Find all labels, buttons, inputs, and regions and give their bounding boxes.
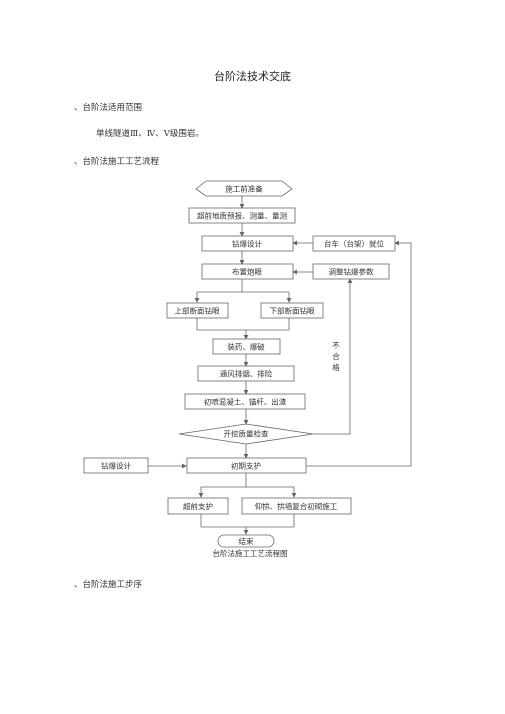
node-advance: 超前支护	[167, 497, 229, 515]
node-design2: 钻爆设计	[83, 457, 149, 474]
node-geo-label: 超前地质预报、测量、量测	[197, 211, 287, 221]
node-end: 结束	[217, 534, 275, 548]
node-invert: 仰拱、拱墙复合初砌施工	[241, 497, 352, 515]
node-design-label: 钻爆设计	[232, 239, 262, 249]
node-support-label: 初期支护	[231, 461, 261, 471]
flowchart-connectors	[148, 196, 412, 535]
node-drill-label: 布置炮眼	[232, 267, 262, 277]
node-upper-label: 上部断面钻眼	[175, 306, 220, 316]
node-fail-char-3: 格	[332, 362, 340, 372]
section-heading-steps: 、台阶法施工步序	[74, 580, 143, 590]
section-heading-process: 、台阶法施工工艺流程	[74, 157, 160, 167]
node-lower-label: 下部断面钻眼	[270, 306, 315, 316]
node-jumbo: 台车（台架）就位	[312, 235, 396, 252]
node-drill: 布置炮眼	[201, 263, 294, 280]
node-design2-label: 钻爆设计	[101, 461, 131, 471]
node-blast-label: 装药、爆破	[227, 342, 265, 352]
document-title: 台阶法技术交底	[214, 70, 291, 83]
node-blast: 装药、爆破	[212, 338, 281, 355]
node-upper: 上部断面钻眼	[166, 302, 229, 319]
section-heading-scope: 、台阶法适用范围	[74, 103, 143, 113]
node-jumbo-label: 台车（台架）就位	[324, 239, 384, 249]
node-fail-char-1: 不	[332, 341, 340, 350]
node-invert-label: 仰拱、拱墙复合初砌施工	[255, 501, 338, 511]
node-fail: 不 合 格	[332, 341, 340, 372]
node-geo: 超前地质预报、测量、量测	[188, 207, 296, 224]
node-spray: 初喷混凝土、锚杆、出渣	[184, 393, 306, 410]
node-inspect-label: 开挖质量检查	[224, 429, 269, 439]
node-prep: 施工前准备	[195, 180, 293, 197]
scope-paragraph: 单线隧道Ⅲ、Ⅳ、Ⅴ级围岩。	[96, 129, 204, 139]
node-inspect: 开挖质量检查	[178, 423, 314, 445]
node-design: 钻爆设计	[201, 235, 294, 252]
node-prep-label: 施工前准备	[225, 184, 263, 194]
node-vent-label: 通风排烟、排险	[220, 369, 273, 379]
flowchart-caption: 台阶法施工工艺流程图	[213, 548, 288, 558]
node-vent: 通风排烟、排险	[197, 365, 295, 382]
node-lower: 下部断面钻眼	[260, 302, 324, 319]
node-end-label: 结束	[239, 536, 254, 546]
node-adjust: 调整钻爆参数	[312, 263, 390, 280]
node-advance-label: 超前支护	[183, 501, 213, 511]
node-fail-char-2: 合	[332, 351, 340, 361]
node-support: 初期支护	[186, 457, 307, 474]
node-adjust-label: 调整钻爆参数	[329, 267, 374, 277]
node-spray-label: 初喷混凝土、锚杆、出渣	[204, 397, 287, 407]
